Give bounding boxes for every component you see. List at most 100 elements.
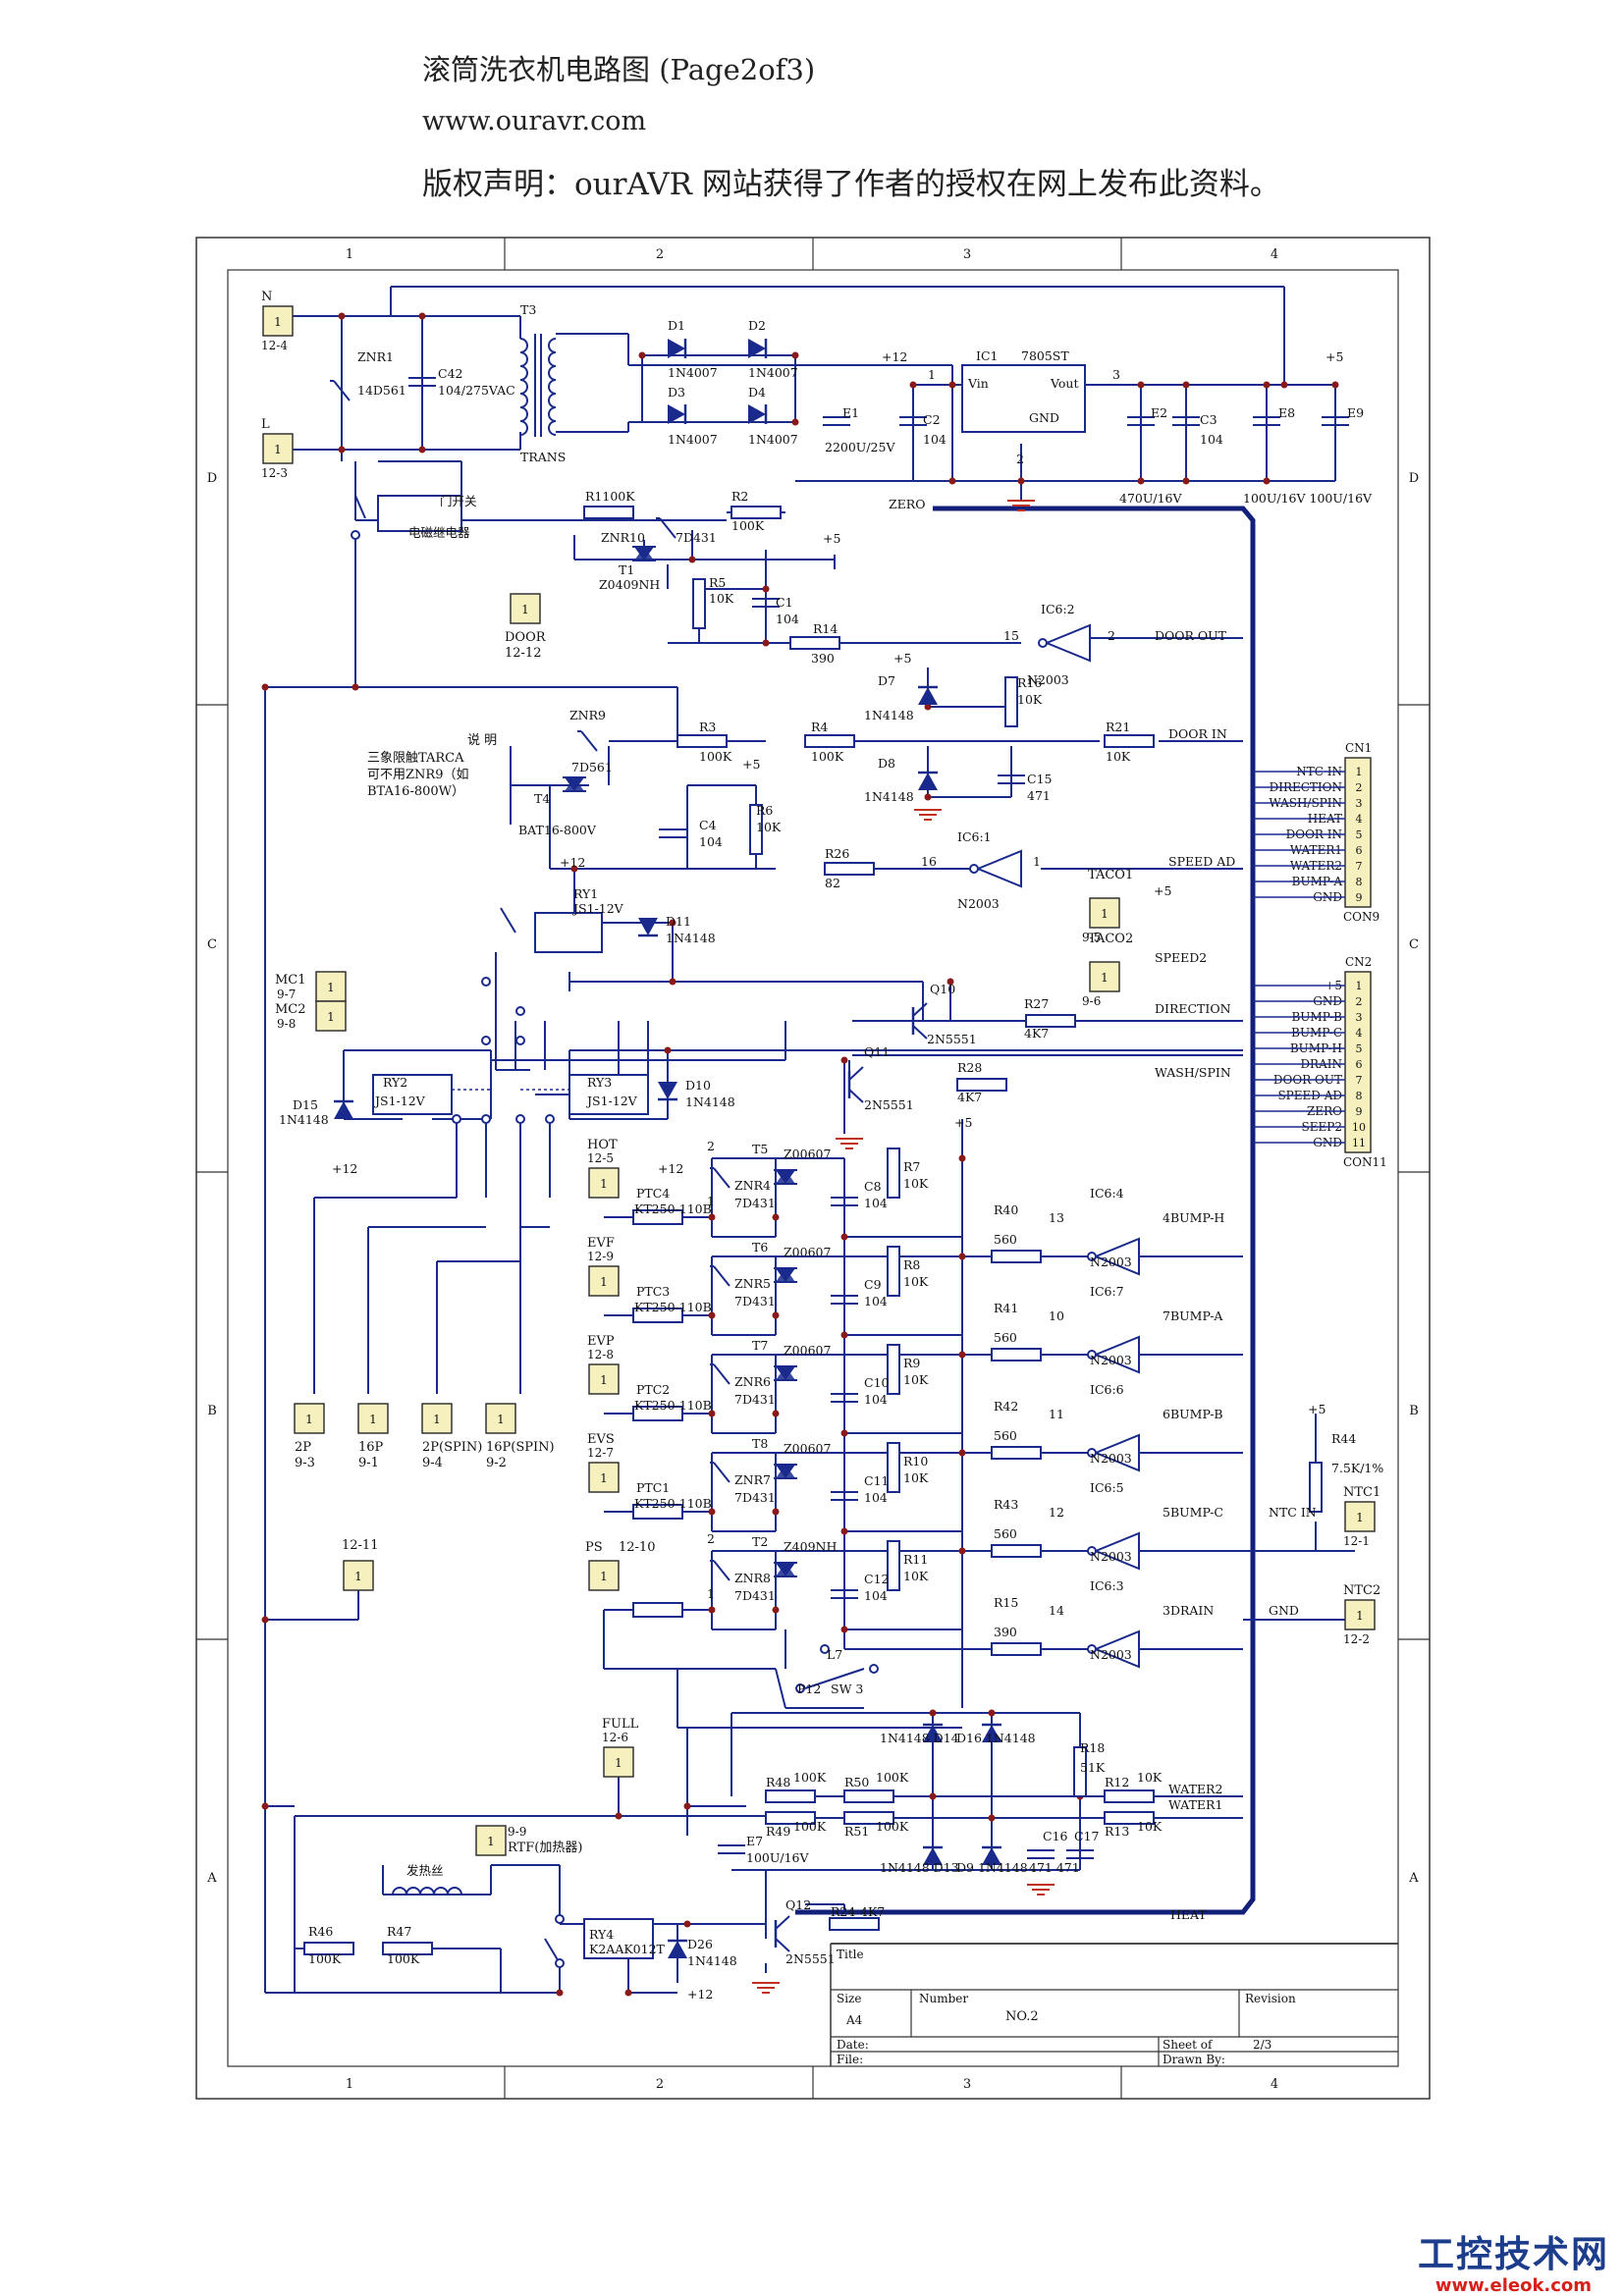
label-n12: 12: [1049, 1505, 1064, 1520]
label-r26v: 82: [825, 876, 840, 890]
cn-pin-number: 7: [1356, 1074, 1363, 1087]
tb-file-label: File:: [837, 2053, 863, 2066]
varistor-znr10: [656, 517, 676, 539]
label-q12v: 2N5551: [785, 1951, 836, 1966]
resistor-r24: [829, 1917, 880, 1931]
resistor-r14: [789, 636, 840, 650]
junction-dot: [1263, 381, 1271, 389]
label-r3v: 100K: [699, 749, 732, 764]
connector-pin-box: [588, 1265, 620, 1297]
coil-loop: [419, 1887, 435, 1896]
label-c1v: 104: [776, 612, 799, 626]
tb-size-value: A4: [845, 2013, 863, 2027]
connector-pin-box: [588, 1462, 620, 1493]
label-r5: R5: [709, 575, 726, 590]
label-t4v: BAT16-800V: [518, 823, 597, 837]
label-gnd1: GND: [1029, 410, 1059, 425]
label-d15: D15: [293, 1097, 318, 1112]
connector-pin-number: 1: [1356, 1609, 1364, 1623]
label-ptc3v: KT250-110B: [634, 1300, 712, 1314]
label-heater: 发热丝: [406, 1863, 444, 1878]
connector-label: NTC2: [1343, 1583, 1380, 1598]
label-d15v: 1N4148: [279, 1112, 329, 1127]
label-r21v: 10K: [1106, 749, 1131, 764]
label-n2: 2: [1016, 452, 1024, 466]
resistor-r28: [956, 1078, 1007, 1092]
label-n2003g: N2003: [1090, 1647, 1132, 1662]
ptc-thermistor: [632, 1602, 683, 1618]
resistor-r46: [303, 1942, 354, 1955]
label-p5f: +5: [954, 1115, 972, 1130]
label-znr10: ZNR10: [601, 530, 645, 545]
junction-dot: [840, 1527, 848, 1535]
cn-pin-number: 6: [1356, 844, 1363, 857]
label-c16v: 471 471: [1029, 1860, 1080, 1875]
varistor-stroke: [713, 1462, 730, 1483]
label-vin: Vin: [967, 376, 989, 391]
wire-layer: [261, 286, 1355, 1997]
capacitor-row: [831, 1295, 858, 1305]
label-znr9: ZNR9: [569, 708, 606, 722]
connector-ref: 12-8: [587, 1348, 614, 1362]
label-r2: R2: [731, 489, 748, 504]
transistor-emitter: [775, 1938, 790, 1952]
buffer-row: [1093, 1531, 1140, 1571]
label-r24: R24: [831, 1904, 855, 1919]
label-r11v: 10K: [903, 1569, 929, 1583]
label-p12f: +12: [687, 1987, 713, 2002]
label-ic1: IC1: [976, 348, 998, 363]
component-layer: [303, 334, 1349, 1994]
label-r46: R46: [308, 1924, 333, 1939]
label-direction: DIRECTION: [1155, 1001, 1231, 1016]
connector-pin-box: [315, 1000, 347, 1032]
resistor-row-out: [991, 1348, 1042, 1362]
heater-coil: [392, 1887, 462, 1896]
diode-body: [334, 1101, 353, 1119]
label-water1: WATER1: [1168, 1797, 1222, 1812]
col-label-bottom: 4: [1271, 2077, 1278, 2092]
label-d11v: 1N4148: [666, 931, 716, 945]
connector-pin-number: 1: [615, 1756, 622, 1770]
row-label-left: C: [207, 937, 217, 952]
resistor-r26: [824, 862, 875, 876]
label-r47v: 100K: [387, 1951, 420, 1966]
connector-pin-number: 1: [274, 315, 282, 329]
connector-label: NTC1: [1343, 1485, 1380, 1500]
label-gndc: GND: [1269, 1603, 1299, 1618]
label-r10: R10: [903, 1454, 928, 1468]
label-znr4v: 7D431: [734, 1196, 776, 1210]
label-q11v: 2N5551: [864, 1097, 914, 1112]
transformer-t3: [519, 334, 557, 437]
cn-pin-number: 1: [1356, 980, 1363, 992]
label-r10v: 10K: [903, 1470, 929, 1485]
label-washspin: WASH/SPIN: [1155, 1065, 1231, 1080]
junction-dot: [708, 1606, 716, 1614]
varistor-row: [710, 1363, 730, 1385]
cn-pin-number: 8: [1356, 876, 1363, 888]
wire: [775, 1668, 786, 1709]
cn-pin-number: 5: [1356, 828, 1363, 841]
capacitor-row: [831, 1589, 858, 1599]
cn-body: [1344, 971, 1372, 1153]
label-d1v: 1N4007: [668, 365, 718, 380]
label-n14: 14: [1049, 1603, 1064, 1618]
varistor-row: [710, 1265, 730, 1287]
junction-dot: [669, 978, 676, 986]
connector-pin-box: [1344, 1501, 1376, 1532]
label-r9: R9: [903, 1356, 920, 1370]
label-d14: 1N4148 D14: [880, 1731, 959, 1745]
label-d2: D2: [748, 318, 766, 333]
label-t8v: Z00607: [784, 1441, 831, 1456]
switch-contact: [500, 907, 516, 934]
label-znr1: ZNR1: [357, 349, 394, 364]
resistor-row-out: [991, 1544, 1042, 1558]
resistor-r1: [583, 506, 634, 519]
relay-terminal: [452, 1114, 461, 1124]
label-r42: R42: [994, 1399, 1018, 1414]
coil-loop: [548, 338, 557, 353]
label-d10v: 1N4148: [685, 1095, 735, 1109]
junction-dot: [708, 1213, 716, 1221]
diode-d11: [638, 918, 658, 937]
